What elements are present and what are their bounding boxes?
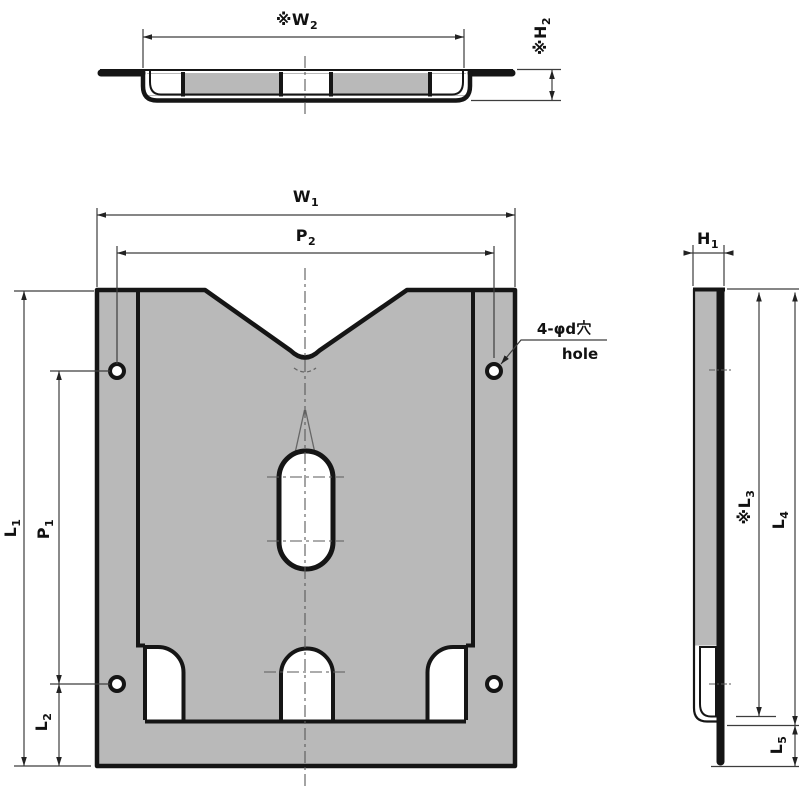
side-cutout-window	[699, 646, 717, 718]
channel-outline	[140, 70, 473, 103]
hole-bottom-left	[108, 675, 126, 693]
dim-label-h1: H1	[696, 228, 720, 252]
ana-kanji-glyph	[577, 320, 591, 335]
dim-label-p1: P1	[33, 518, 57, 540]
hole-top-left	[108, 362, 126, 380]
dimension-lines	[14, 29, 799, 768]
dim-label-l4: L4	[768, 510, 792, 530]
hole-callout-text: 4-φd	[537, 320, 591, 338]
side-outer-line	[692, 289, 719, 723]
bend-relief-dart	[294, 409, 316, 452]
side-profile-view	[692, 287, 733, 766]
dim-label-l1: L1	[0, 518, 24, 538]
dim-label-w2: ※W2	[275, 9, 319, 33]
left-bend-line	[136, 292, 145, 648]
oval-slot	[276, 448, 336, 572]
dim-label-l2: L2	[31, 712, 55, 732]
v-notch-hidden-arc	[293, 367, 317, 373]
side-hole-centermarks	[709, 369, 733, 685]
hole-callout-leader	[500, 339, 607, 365]
hole-top-right	[485, 362, 503, 380]
centerlines	[264, 268, 346, 787]
dim-label-l3: ※L3	[734, 489, 758, 525]
channel-inner-line	[149, 70, 464, 96]
hole-bottom-right	[485, 675, 503, 693]
dim-label-w1: W1	[292, 186, 320, 210]
bottom-cutouts	[143, 645, 468, 720]
dim-label-p2: P2	[295, 225, 317, 249]
front-view	[94, 268, 518, 787]
cutout-edges	[181, 72, 432, 97]
hole-callout-text-en: hole	[561, 345, 599, 363]
right-bend-line	[466, 292, 475, 648]
dim-label-l5: L5	[766, 735, 790, 755]
dim-label-h2: ※H2	[530, 16, 554, 56]
top-profile-view	[97, 56, 516, 118]
